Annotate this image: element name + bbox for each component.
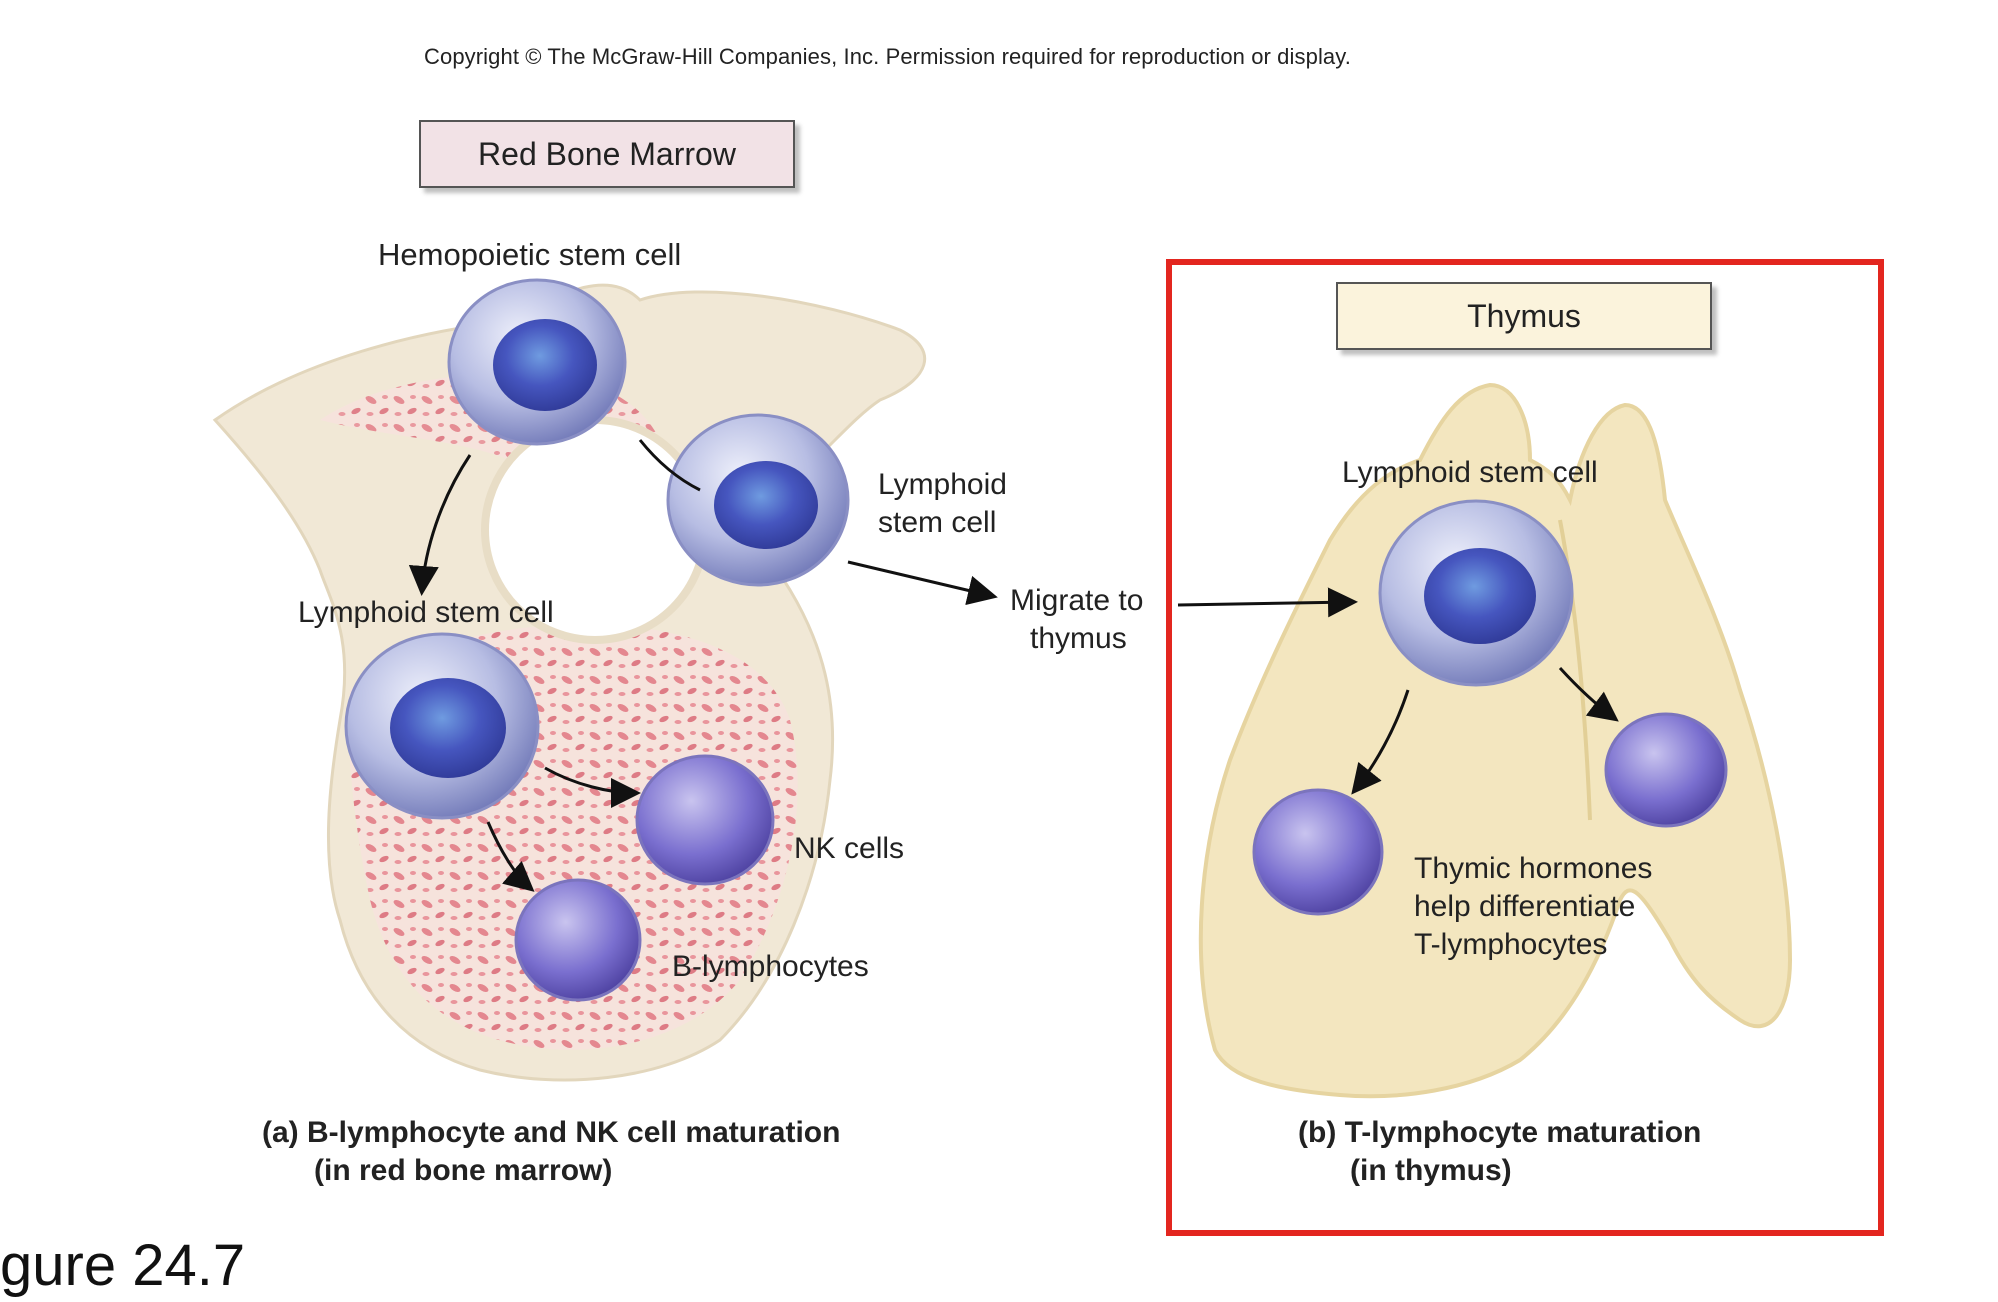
lymphoid-upper-label-line2: stem cell: [878, 506, 997, 539]
caption-b-line2: (in thymus): [1350, 1154, 1512, 1187]
lymphoid-upper-label-line1: Lymphoid: [878, 468, 1007, 501]
figure-number: gure 24.7: [0, 1233, 246, 1298]
t-lymphocyte-cell-left: [1252, 788, 1384, 916]
arrow-to-b-lymphocyte: [486, 821, 535, 892]
thymus-lymphoid-stem-cell-label: Lymphoid stem cell: [1342, 456, 1598, 489]
thymic-hormones-line1: Thymic hormones: [1414, 852, 1653, 885]
migrate-label-line2: thymus: [1030, 622, 1127, 655]
caption-a-line2: (in red bone marrow): [314, 1154, 613, 1187]
b-lymphocyte-cell: [514, 878, 642, 1002]
arrow-upper-lymphoid-to-migrate: [847, 560, 998, 606]
arrow-migrate-to-thymus: [1177, 587, 1358, 618]
caption-b-line1: (b) T-lymphocyte maturation: [1298, 1116, 1702, 1149]
caption-a-line1: (a) B-lymphocyte and NK cell maturation: [262, 1116, 841, 1149]
arrow-to-nk: [544, 766, 641, 808]
migrate-label-line1: Migrate to: [1010, 584, 1144, 617]
thymic-hormones-line3: T-lymphocytes: [1414, 928, 1608, 961]
copyright-notice: Copyright © The McGraw-Hill Companies, I…: [424, 44, 1351, 69]
arrow-to-t-right: [1558, 666, 1619, 722]
arrow-to-t-left: [1351, 689, 1410, 795]
lymphoid-stem-cell-lower: [344, 632, 540, 820]
red-bone-marrow-header: Red Bone Marrow: [419, 120, 795, 188]
lymphoid-lower-label: Lymphoid stem cell: [298, 596, 554, 629]
arrow-hemopoietic-to-upper-lymphoid: [638, 439, 701, 492]
thymus-highlight-frame: [1166, 259, 1884, 1236]
arrows: [408, 439, 1619, 892]
t-lymphocyte-cell-right: [1604, 712, 1728, 828]
thymic-hormones-line2: help differentiate: [1414, 890, 1636, 923]
thymus-lymphoid-stem-cell: [1378, 499, 1574, 687]
nk-cells-label: NK cells: [794, 832, 905, 865]
hemopoietic-stem-cell-label: Hemopoietic stem cell: [378, 237, 682, 272]
arrow-hemopoietic-to-lymphoid: [408, 454, 472, 596]
thymus-illustration: [1198, 382, 1793, 1099]
hemopoietic-stem-cell: [447, 278, 627, 446]
thymus-header: Thymus: [1336, 282, 1712, 350]
b-lymphocytes-label: B-lymphocytes: [672, 950, 869, 983]
nk-cell: [635, 754, 775, 886]
lymphoid-stem-cell-upper: [666, 413, 850, 587]
